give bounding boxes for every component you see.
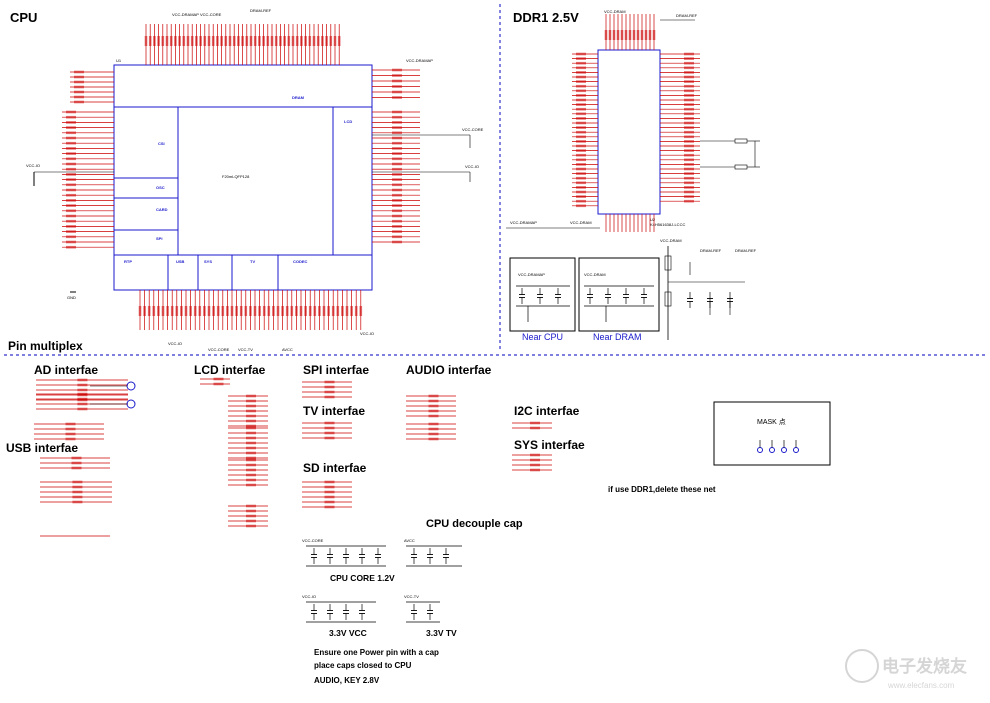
gnd-symbol-cpu: GND [67, 291, 76, 300]
cpu-chip: U1 F20mLQFP128 DRAM CSI LCD OSC CARD SPI… [62, 24, 420, 330]
net-vcc-core-bottom: VCC-CORE [208, 347, 230, 352]
svg-text:U2: U2 [650, 217, 656, 222]
svg-text:GND: GND [67, 295, 76, 300]
net-vcc-dramap: VCC-DRAMAP [172, 12, 199, 17]
net-vcc-core-right: VCC-CORE [462, 127, 484, 132]
svg-text:3.3V VCC: 3.3V VCC [329, 628, 367, 638]
svg-text:CPU CORE 1.2V: CPU CORE 1.2V [330, 573, 395, 583]
svg-text:Near CPU: Near CPU [522, 332, 563, 342]
svg-text:RTP: RTP [124, 259, 132, 264]
heading-audio: AUDIO interfae [406, 363, 492, 377]
heading-spi: SPI interfae [303, 363, 369, 377]
net-vcc-dram-right: VCC-DRAMAP [406, 58, 433, 63]
svg-text:VCC-DRAMAP: VCC-DRAMAP [518, 272, 545, 277]
heading-sys: SYS interfae [514, 438, 585, 452]
cpu-part: F20mLQFP128 [222, 174, 250, 179]
svg-text:VCC-IO: VCC-IO [302, 594, 316, 599]
net-vcc-io-right: VCC-IO [465, 164, 479, 169]
svg-text:OSC: OSC [156, 185, 165, 190]
net-vcc-dram-r: VCC-DRAM [660, 238, 682, 243]
svg-text:SPI: SPI [156, 236, 162, 241]
svg-text:CSI: CSI [158, 141, 165, 146]
svg-text:VCC-CORE: VCC-CORE [302, 538, 324, 543]
heading-tv: TV interfae [303, 404, 365, 418]
svg-text:SYS: SYS [204, 259, 212, 264]
net-avcc-bottom: AVCC [282, 347, 293, 352]
svg-text:TV: TV [250, 259, 255, 264]
note-line-2: place caps closed to CPU [314, 661, 412, 670]
net-vcc-io-bottom: VCC-IO [360, 331, 374, 336]
net-vcc-io-left: VCC-IO [26, 163, 40, 168]
net-dram-ref-r: DRAM-REF [700, 248, 722, 253]
heading-decouple: CPU decouple cap [426, 518, 523, 530]
svg-text:USB: USB [176, 259, 185, 264]
svg-text:U1: U1 [116, 58, 122, 63]
heading-ad: AD interfae [34, 363, 98, 377]
net-vcc-tv-bottom: VCC-TV [238, 347, 253, 352]
mask-label: MASK 点 [757, 418, 786, 426]
heading-ddr: DDR1 2.5V [513, 10, 579, 25]
svg-text:Near DRAM: Near DRAM [593, 332, 642, 342]
near-dram-box: VCC-DRAM Near DRAM [578, 257, 660, 342]
cap-group-33: VCC-IO VCC-TV 3.3V VCC 3.3V TV [302, 594, 457, 638]
svg-text:DRAM: DRAM [292, 95, 305, 100]
note-line-1: Ensure one Power pin with a cap [314, 648, 439, 657]
svg-text:CARD: CARD [156, 207, 168, 212]
net-vcc-dramap-ddr: VCC-DRAMAP [510, 220, 537, 225]
ad-testpoints [90, 381, 136, 409]
net-dram-ref-ddr: DRAM-REF [676, 13, 698, 18]
ddr-note: if use DDR1,delete these net [608, 485, 716, 494]
svg-text:VCC-DRAM: VCC-DRAM [584, 272, 606, 277]
net-vcc-dram-ddr2: VCC-DRAM [570, 220, 592, 225]
net-dram-ref-r2: DRAM-REF [735, 248, 757, 253]
net-vcc-core-top: VCC-CORE [200, 12, 222, 17]
svg-text:CODEC: CODEC [293, 259, 308, 264]
heading-cpu: CPU [10, 10, 37, 25]
mask-box: MASK 点 [713, 401, 831, 466]
net-vcc-bottom-1: VCC-IO [168, 341, 182, 346]
svg-text:VCC-TV: VCC-TV [404, 594, 419, 599]
net-vcc-dram-ddr: VCC-DRAM [604, 9, 626, 14]
svg-text:www.elecfans.com: www.elecfans.com [887, 681, 955, 690]
net-dram-ref-top: DRAM-REF [250, 8, 272, 13]
svg-text:K4H561638J-LCCC: K4H561638J-LCCC [650, 222, 685, 227]
dram-ref-network [664, 246, 745, 340]
heading-usb: USB interfae [6, 441, 78, 455]
svg-text:3.3V TV: 3.3V TV [426, 628, 457, 638]
heading-pin-multiplex: Pin multiplex [8, 339, 83, 353]
clock-resistors [700, 138, 760, 170]
heading-lcd: LCD interfae [194, 363, 266, 377]
svg-text:电子发烧友: 电子发烧友 [882, 656, 967, 676]
note-line-3: AUDIO, KEY 2.8V [314, 676, 380, 685]
heading-i2c: I2C interfae [514, 404, 580, 418]
ddr-chip: U2 K4H561638J-LCCC [572, 14, 700, 232]
svg-text:AVCC: AVCC [404, 538, 415, 543]
watermark: 电子发烧友 www.elecfans.com [845, 649, 967, 690]
svg-text:LCD: LCD [344, 119, 352, 124]
cap-group-core: VCC-CORE AVCC CPU CORE 1.2V [302, 538, 462, 583]
heading-sd: SD interfae [303, 461, 367, 475]
near-cpu-box: VCC-DRAMAP Near CPU [509, 257, 576, 342]
